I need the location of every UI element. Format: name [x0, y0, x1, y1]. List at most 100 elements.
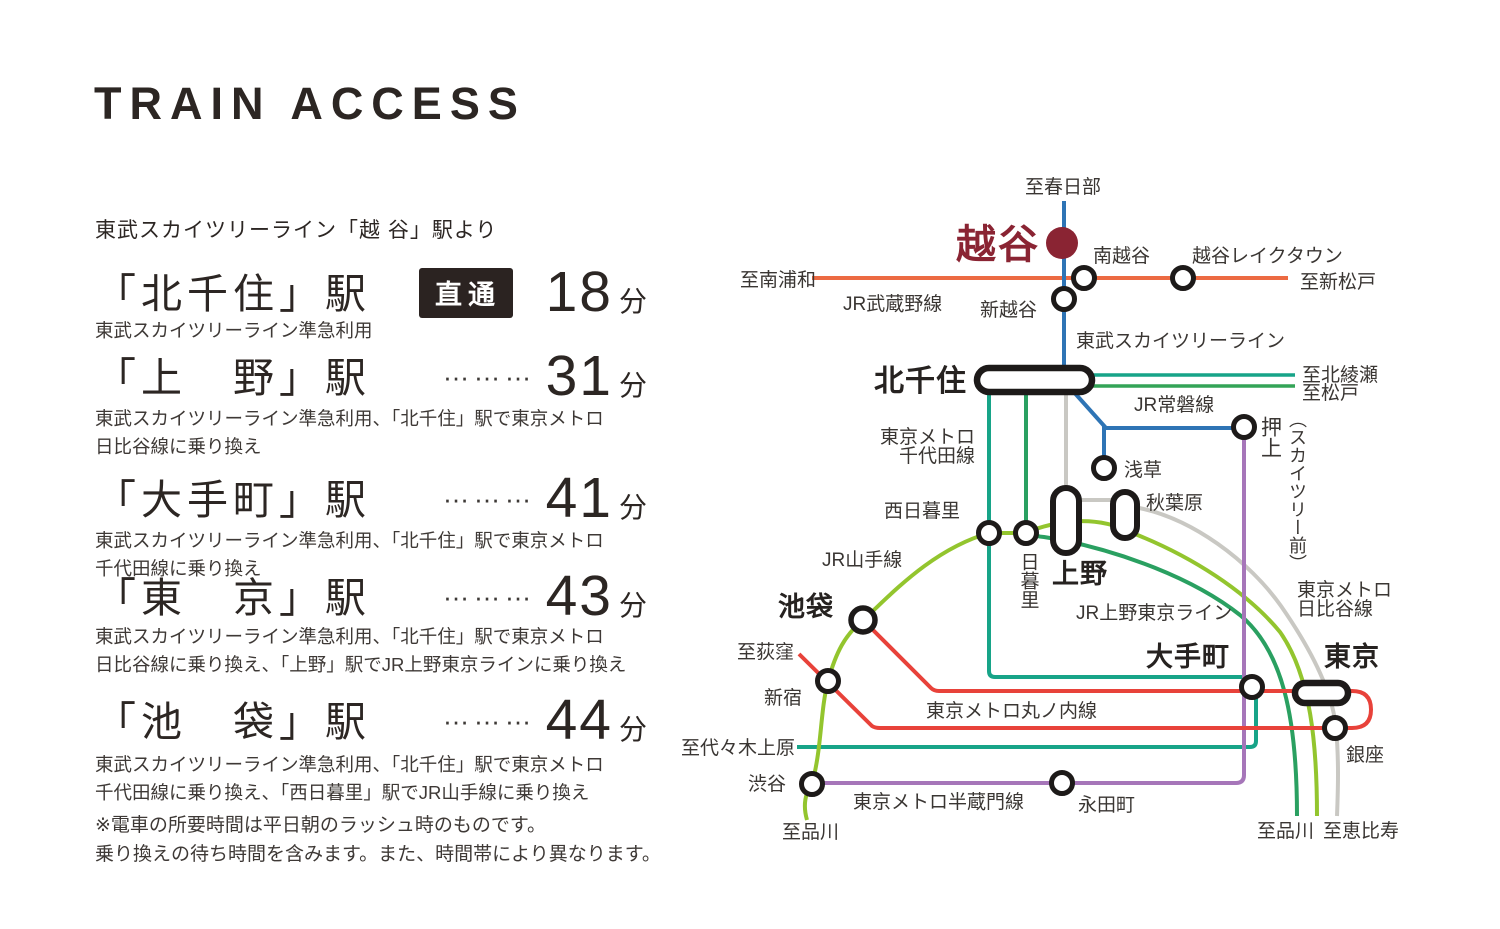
route-station-name: 「北千住」駅: [95, 271, 371, 317]
route-station-name: 「池 袋」駅: [95, 699, 371, 745]
koshigaya-station-marker: [1046, 227, 1078, 259]
route-station-name: 「上 野」駅: [95, 355, 371, 401]
disclaimer-line: 乗り換えの待ち時間を含みます。また、時間帯により異なります。: [95, 843, 661, 865]
tokyo-label: 東京: [1324, 641, 1380, 672]
to-kasukabe-label: 至春日部: [1025, 176, 1101, 198]
hibiya-line-path: [1133, 505, 1340, 817]
to-ogikubo-label: 至荻窪: [737, 641, 794, 663]
nagatacho-label: 永田町: [1078, 794, 1135, 816]
shinjuku-station: [815, 668, 841, 694]
route-note-line: 千代田線に乗り換え: [95, 557, 262, 579]
nippori-station: [1013, 520, 1039, 546]
marunouchi-line-path: [797, 652, 1334, 730]
route-minutes-unit: 分: [618, 714, 647, 745]
tokyo-station-pill: [1291, 679, 1352, 707]
route-minutes: 41: [545, 466, 613, 530]
kita-senju-label: 北千住: [874, 365, 967, 398]
asakusa-station: [1091, 455, 1117, 481]
to-shinmatsudo-label: 至新松戸: [1300, 271, 1376, 293]
ikebukuro-label: 池袋: [778, 592, 834, 622]
akihabara-station-pill: [1110, 489, 1140, 541]
route-time: 18 分: [545, 260, 647, 324]
leader-dots: ………: [442, 478, 536, 509]
route-minutes-unit: 分: [618, 590, 647, 621]
route-note-line: 東武スカイツリーライン準急利用、「北千住」駅で東京メトロ: [95, 408, 604, 429]
route-note-line: 東武スカイツリーライン準急利用、「北千住」駅で東京メトロ: [95, 626, 604, 647]
leader-dots: ………: [442, 700, 536, 731]
oshiage-station: [1231, 414, 1257, 440]
route-row-kitasenju: 「北千住」駅 直通 18 分: [95, 262, 647, 320]
to-shinagawa-left-label: 至品川: [782, 822, 839, 843]
route-note-line: 千代田線に乗り換え、「西日暮里」駅でJR山手線に乗り換え: [95, 781, 590, 803]
jr-joban-label: JR常磐線: [1134, 394, 1214, 416]
ginza-station: [1322, 715, 1348, 741]
route-minutes: 31: [545, 344, 613, 408]
route-row-ikebukuro: 「池 袋」駅 ……… 44 分: [95, 690, 647, 748]
akihabara-label: 秋葉原: [1146, 492, 1203, 514]
route-row-otemachi: 「大手町」駅 ……… 41 分: [95, 468, 647, 526]
jr-musashino-label: JR武蔵野線: [843, 293, 942, 315]
kita-senju-station-pill: [973, 364, 1096, 396]
koshigaya-laketown-station: [1170, 265, 1196, 291]
nippori-label: 日暮里: [1018, 552, 1040, 609]
to-minami-urawa-label: 至南浦和: [740, 269, 816, 291]
asakusa-label: 浅草: [1124, 459, 1162, 481]
jr-ueno-tokyo-label: JR上野東京ライン: [1076, 602, 1232, 624]
route-note: 東武スカイツリーライン準急利用、「北千住」駅で東京メトロ 千代田線に乗り換え: [95, 527, 675, 582]
route-note-line: 東武スカイツリーライン準急利用、「北千住」駅で東京メトロ: [95, 754, 604, 775]
nishi-nippori-label: 西日暮里: [884, 500, 960, 522]
route-note-line: 東武スカイツリーライン準急利用、「北千住」駅で東京メトロ: [95, 530, 604, 551]
metro-hibiya-label-1: 東京メトロ: [1297, 579, 1392, 601]
metro-chiyoda-label-1: 東京メトロ: [880, 426, 975, 448]
page-title: TRAIN ACCESS: [94, 78, 526, 129]
route-note-line: 日比谷線に乗り換え: [95, 435, 262, 457]
route-minutes: 44: [545, 688, 613, 752]
route-row-tokyo: 「東 京」駅 ……… 43 分: [95, 566, 647, 624]
ikebukuro-station: [848, 605, 878, 635]
route-note-line: 東武スカイツリーライン準急利用: [95, 320, 373, 341]
metro-marunouchi-label: 東京メトロ丸ノ内線: [926, 700, 1097, 722]
route-minutes: 18: [545, 260, 613, 324]
minami-koshigaya-station: [1071, 265, 1097, 291]
route-station-name: 「東 京」駅: [95, 575, 371, 621]
route-time: 41 分: [545, 466, 647, 530]
shin-koshigaya-station: [1051, 286, 1077, 312]
direct-badge: 直通: [419, 268, 513, 318]
oshiage-skytree-label: （スカイツリー前）: [1287, 410, 1307, 572]
route-time: 43 分: [545, 564, 647, 628]
route-station-name: 「大手町」駅: [95, 477, 371, 523]
route-row-ueno: 「上 野」駅 ……… 31 分: [95, 346, 647, 404]
otemachi-station: [1239, 674, 1265, 700]
marunouchi-line-path: [861, 618, 1374, 730]
to-kita-ayase-label: 至北綾瀬: [1302, 364, 1378, 386]
route-note: 東武スカイツリーライン準急利用、「北千住」駅で東京メトロ 千代田線に乗り換え、「…: [95, 751, 675, 806]
ueno-station-pill: [1050, 485, 1082, 556]
to-ebisu-label: 至恵比寿: [1323, 820, 1399, 842]
hanzomon-line-path: [812, 436, 1246, 785]
route-note: 東武スカイツリーライン準急利用、「北千住」駅で東京メトロ 日比谷線に乗り換え: [95, 405, 675, 460]
route-note-line: 日比谷線に乗り換え、「上野」駅でJR上野東京ラインに乗り換え: [95, 653, 627, 675]
metro-chiyoda-label-2: 千代田線: [899, 445, 975, 467]
tobu-skytree-line-label: 東武スカイツリーライン: [1076, 330, 1285, 352]
shin-koshigaya-label: 新越谷: [980, 299, 1037, 321]
disclaimer-line: ※電車の所要時間は平日朝のラッシュ時のものです。: [95, 815, 547, 836]
jr-yamanote-label: JR山手線: [822, 549, 902, 571]
intro-line: 東武スカイツリーライン「越 谷」駅より: [95, 219, 498, 242]
ueno-label: 上野: [1052, 559, 1108, 589]
shibuya-label: 渋谷: [748, 773, 786, 795]
to-yoyogi-uehara-label: 至代々木上原: [681, 737, 795, 759]
koshigaya-laketown-label: 越谷レイクタウン: [1192, 245, 1343, 267]
route-minutes-unit: 分: [618, 286, 647, 317]
metro-hibiya-label-2: 日比谷線: [1297, 598, 1373, 620]
route-time: 31 分: [545, 344, 647, 408]
leader-dots: ………: [442, 576, 536, 607]
route-minutes: 43: [545, 564, 613, 628]
koshigaya-label: 越谷: [956, 223, 1040, 267]
otemachi-label: 大手町: [1146, 642, 1230, 672]
nagatacho-station: [1049, 770, 1075, 796]
leader-dots: ………: [442, 356, 536, 387]
oshiage-label: 押上: [1259, 416, 1283, 458]
minami-koshigaya-label: 南越谷: [1093, 245, 1150, 267]
